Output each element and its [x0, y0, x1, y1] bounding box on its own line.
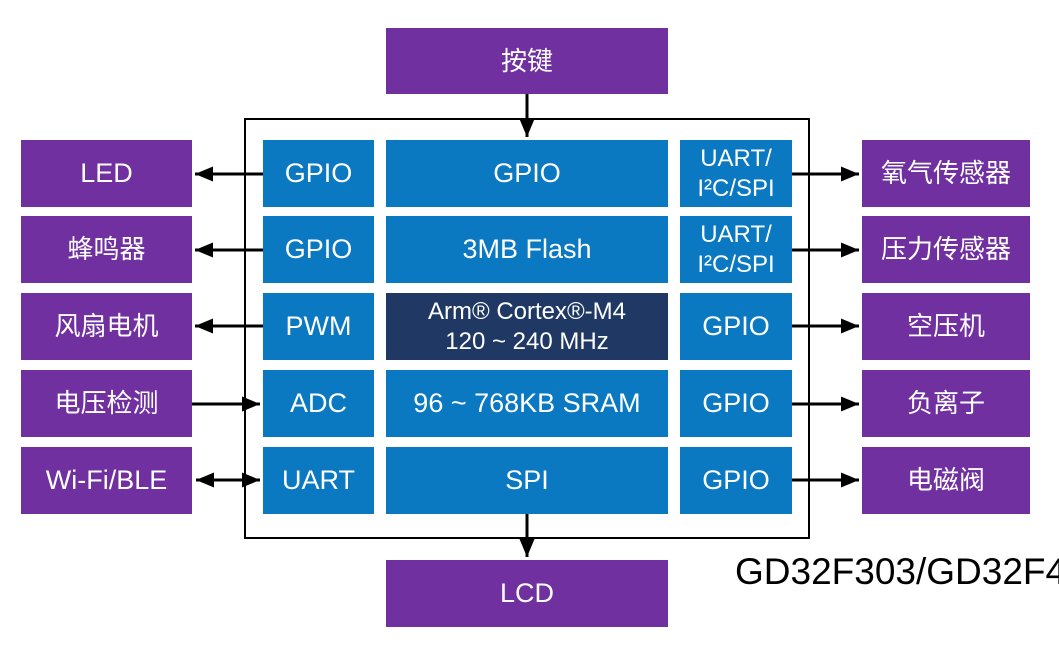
mcu-cortex-core: Arm® Cortex®-M4 120 ~ 240 MHz	[386, 293, 668, 360]
top-button-box: 按键	[386, 28, 668, 94]
mcu-gpio-1: GPIO	[263, 140, 374, 207]
peripheral-wifi-ble: Wi-Fi/BLE	[21, 447, 192, 514]
mcu-gpio-right-1: GPIO	[680, 293, 792, 360]
peripheral-buzzer: 蜂鸣器	[21, 216, 192, 283]
chip-name-caption: GD32F303/GD32F4	[735, 551, 1059, 592]
mcu-adc: ADC	[263, 370, 374, 437]
mcu-gpio-right-3: GPIO	[680, 447, 792, 514]
mcu-pwm: PWM	[263, 293, 374, 360]
bottom-lcd-box: LCD	[386, 560, 668, 627]
mcu-gpio-right-2: GPIO	[680, 370, 792, 437]
mcu-uart-i2c-spi-2: UART/ I²C/SPI	[680, 216, 792, 283]
mcu-uart-i2c-spi-1: UART/ I²C/SPI	[680, 140, 792, 207]
peripheral-oxygen-sensor: 氧气传感器	[862, 140, 1030, 207]
mcu-gpio-wide: GPIO	[386, 140, 668, 207]
mcu-gpio-2: GPIO	[263, 216, 374, 283]
mcu-flash: 3MB Flash	[386, 216, 668, 283]
mcu-uart: UART	[263, 447, 374, 514]
peripheral-negative-ion: 负离子	[862, 370, 1030, 437]
peripheral-pressure-sensor: 压力传感器	[862, 216, 1030, 283]
mcu-spi: SPI	[386, 447, 668, 514]
peripheral-voltage-detect: 电压检测	[21, 370, 192, 437]
peripheral-air-compressor: 空压机	[862, 293, 1030, 360]
mcu-sram: 96 ~ 768KB SRAM	[386, 370, 668, 437]
peripheral-led: LED	[21, 140, 192, 207]
peripheral-fan-motor: 风扇电机	[21, 293, 192, 360]
peripheral-solenoid-valve: 电磁阀	[862, 447, 1030, 514]
